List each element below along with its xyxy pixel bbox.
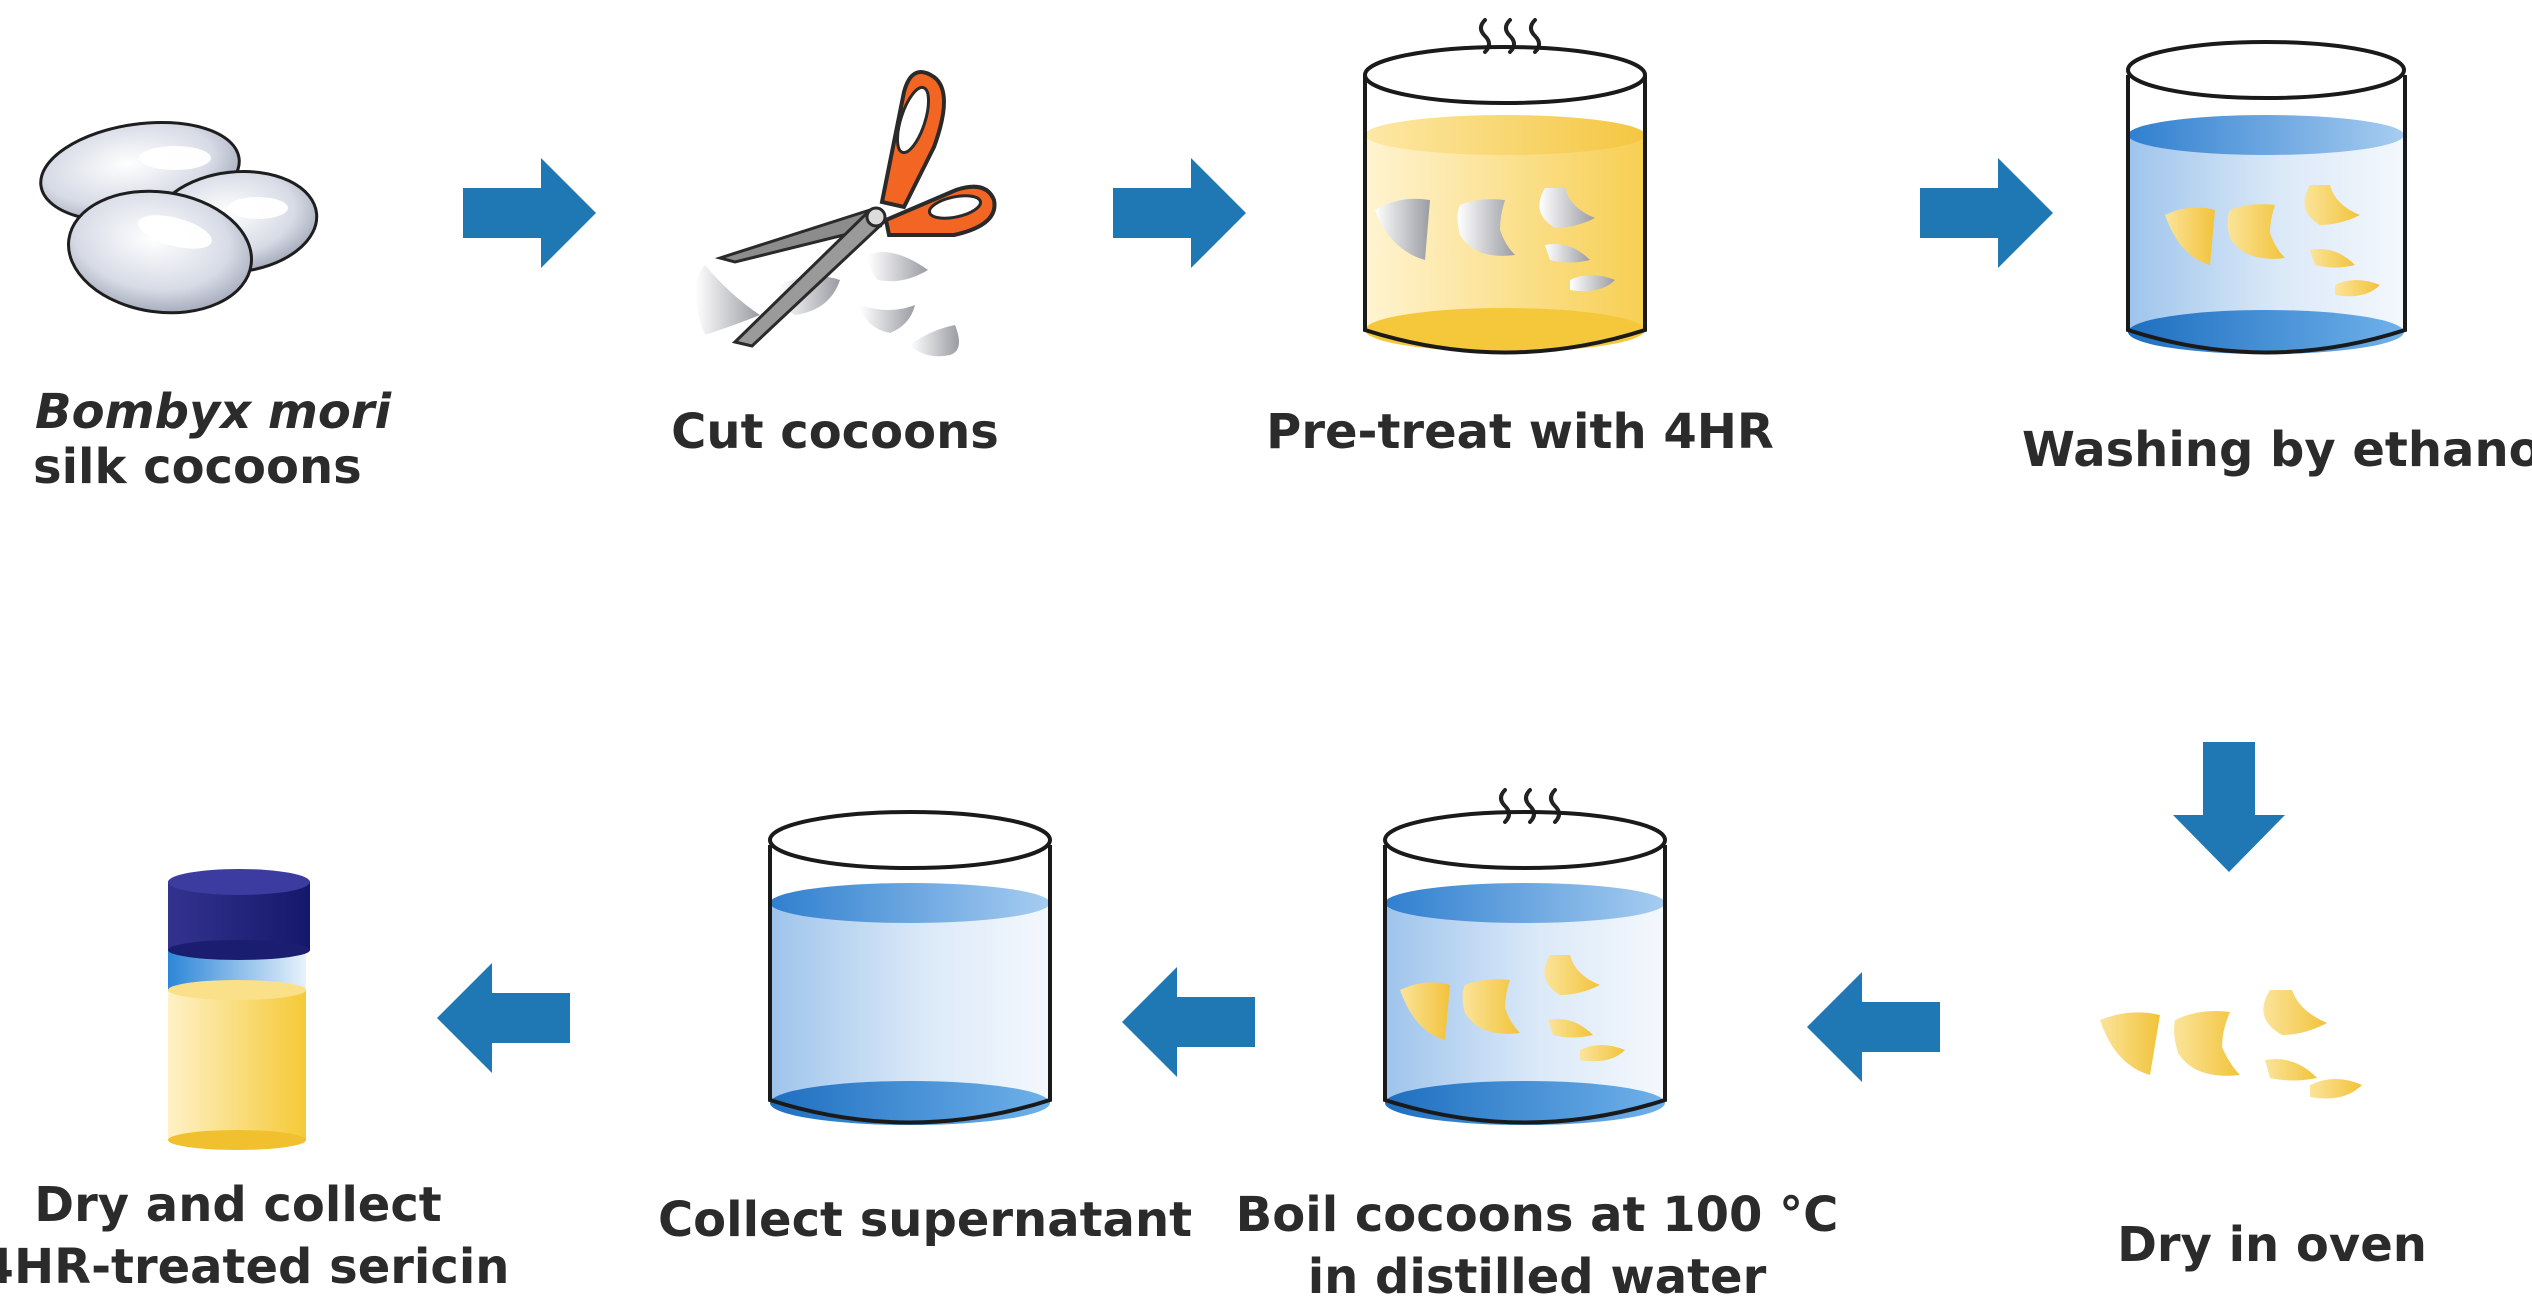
left-arrow-icon [1807,972,1940,1082]
pretreat-label: Pre-treat with 4HR [1266,404,1774,460]
dried-fragments-icon [2100,990,2362,1099]
supernatant-label: Collect supernatant [657,1192,1193,1248]
down-arrow-icon [2173,742,2285,872]
cocoons-label-line2: silk cocoons [33,439,362,495]
right-arrow-icon [1113,158,1246,268]
right-arrow-icon [1920,158,2053,268]
cut-label: Cut cocoons [671,404,999,460]
cocoons-label-line1: Bombyx mori [35,384,392,440]
left-arrow-icon [437,963,570,1073]
washing-beaker-icon [2126,40,2407,355]
pretreat-beaker-icon [1363,18,1647,355]
left-arrow-icon [1122,967,1255,1077]
wash-label: Washing by ethanol [2021,422,2532,478]
supernatant-beaker-icon [768,810,1052,1125]
silk-cocoons-icon [39,120,319,315]
collect-label-line2: 4HR-treated sericin [0,1239,510,1295]
boil-label-line1: Boil cocoons at 100 °C [1235,1187,1839,1243]
steam-icon [1499,788,1561,824]
right-arrow-icon [463,158,596,268]
boiling-beaker-icon [1383,788,1667,1125]
sericin-vial-icon [168,869,310,1150]
boil-label-line2: in distilled water [1307,1249,1767,1305]
scissors-icon [695,70,997,357]
collect-label-line1: Dry and collect [34,1177,442,1233]
dry-label: Dry in oven [2117,1217,2427,1273]
